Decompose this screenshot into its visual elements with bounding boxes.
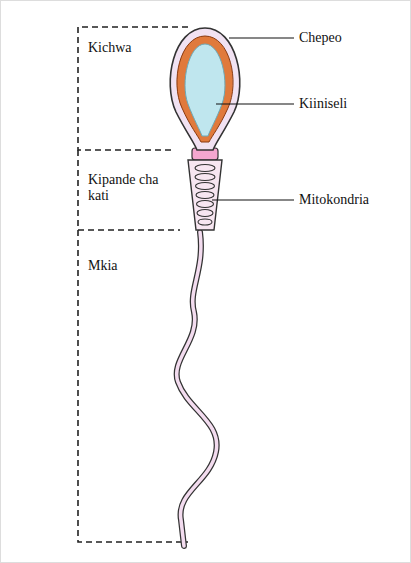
region-brackets [78,27,188,542]
leader-line [212,199,294,200]
part-label: Chepeo [299,30,399,46]
leader-line [216,103,294,104]
region-label: Mkia [88,258,168,274]
tail-fill [177,232,217,546]
region-label: Kichwa [88,40,168,56]
part-label: Mitokondria [299,192,405,208]
acrosome-layer [177,36,233,142]
tail-bracket [78,230,188,542]
mitochondria-coil [195,165,215,226]
part-label: Kiiniseli [299,96,399,112]
leader-line [229,37,294,38]
midpiece-bracket [78,150,180,230]
region-label: Kipande cha kati [88,172,160,204]
tail-outline [177,232,217,546]
nucleus [185,44,225,136]
head-outline [170,28,240,150]
leader-lines [212,38,294,200]
midpiece [188,160,222,230]
